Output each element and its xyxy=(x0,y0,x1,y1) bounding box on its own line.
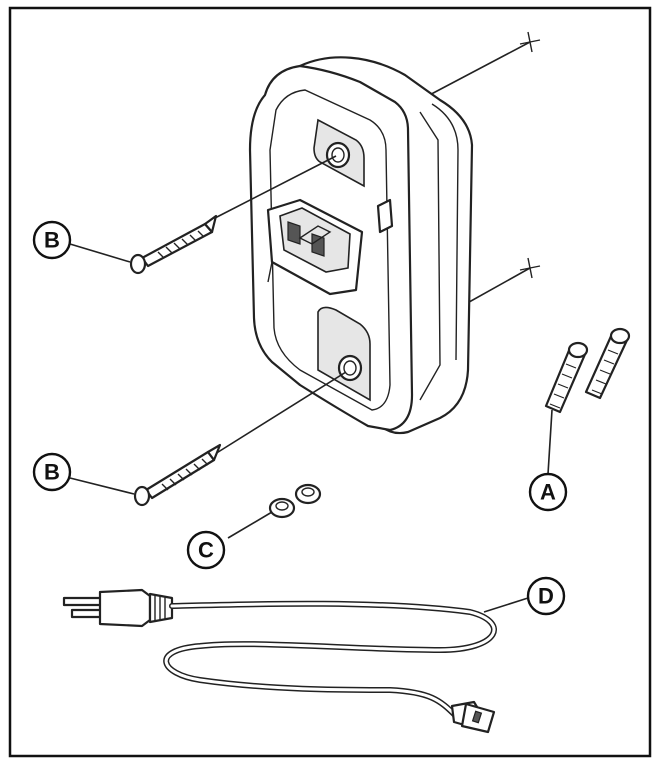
wall-anchor xyxy=(584,327,631,400)
callout-b-lower: B xyxy=(32,452,72,492)
wall-anchor xyxy=(544,341,589,414)
callout-a-label: A xyxy=(540,480,556,505)
wall-charger-bracket xyxy=(248,56,474,435)
callout-c: C xyxy=(186,530,226,570)
screw-caps xyxy=(227,483,322,539)
lower-screw xyxy=(133,371,347,507)
callout-b-lower-label: B xyxy=(44,460,60,485)
callout-d: D xyxy=(526,576,566,616)
callout-b-upper-label: B xyxy=(44,228,60,253)
wall-mark-lines xyxy=(419,31,541,307)
callout-b-upper: B xyxy=(32,220,72,260)
callout-c-label: C xyxy=(198,538,214,563)
diagram-frame xyxy=(8,6,652,758)
wall-anchors xyxy=(544,327,631,475)
power-cord xyxy=(62,588,529,734)
upper-screw xyxy=(129,155,337,275)
callout-a: A xyxy=(528,472,568,512)
callout-d-label: D xyxy=(538,584,554,609)
